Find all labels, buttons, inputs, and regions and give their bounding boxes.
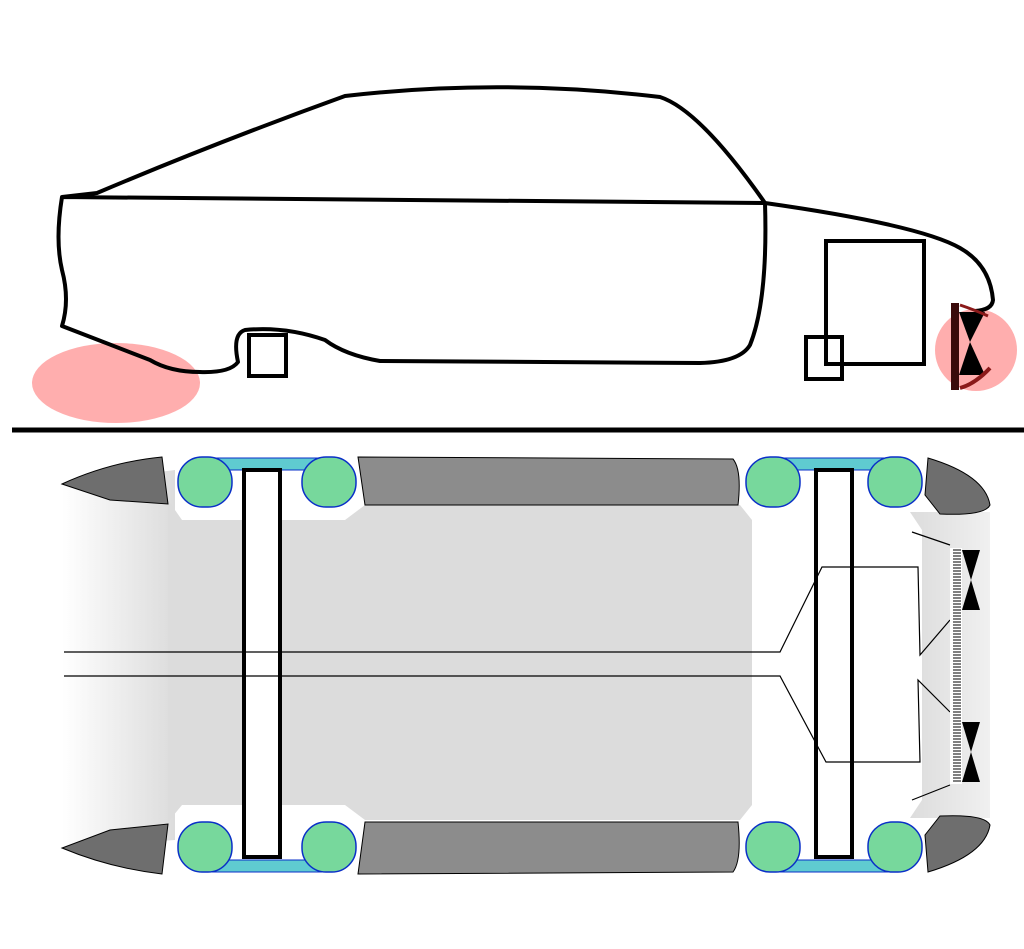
front-right-panel xyxy=(924,815,991,873)
front-left-panel xyxy=(924,457,991,515)
sensor xyxy=(962,550,980,610)
rear-body-fade xyxy=(62,470,175,848)
rear-right-panel xyxy=(60,823,169,875)
side-view xyxy=(32,85,1017,423)
rear-left-panel xyxy=(60,456,169,505)
front-small-box xyxy=(804,335,844,381)
tire xyxy=(301,456,357,508)
engine-box xyxy=(824,239,926,366)
tire xyxy=(867,456,923,508)
drive-line xyxy=(64,566,951,763)
rear-underside-zone xyxy=(32,343,200,423)
front-sensor-wires xyxy=(911,531,951,801)
tire xyxy=(301,821,357,873)
car-body-outline xyxy=(56,85,995,375)
rear-axle-bar xyxy=(242,468,282,859)
tire xyxy=(867,821,923,873)
tire xyxy=(177,456,233,508)
front-sensor-array xyxy=(950,548,980,784)
front-sensor xyxy=(951,303,992,390)
tire xyxy=(177,821,233,873)
floor-pan xyxy=(168,500,752,822)
rear-wheel-box xyxy=(247,333,288,378)
sensor xyxy=(962,722,980,782)
left-side-panel xyxy=(357,456,740,506)
top-view xyxy=(60,456,991,875)
right-side-panel xyxy=(357,821,740,875)
tire xyxy=(745,456,801,508)
tire xyxy=(745,821,801,873)
front-axle-bar xyxy=(814,468,854,859)
